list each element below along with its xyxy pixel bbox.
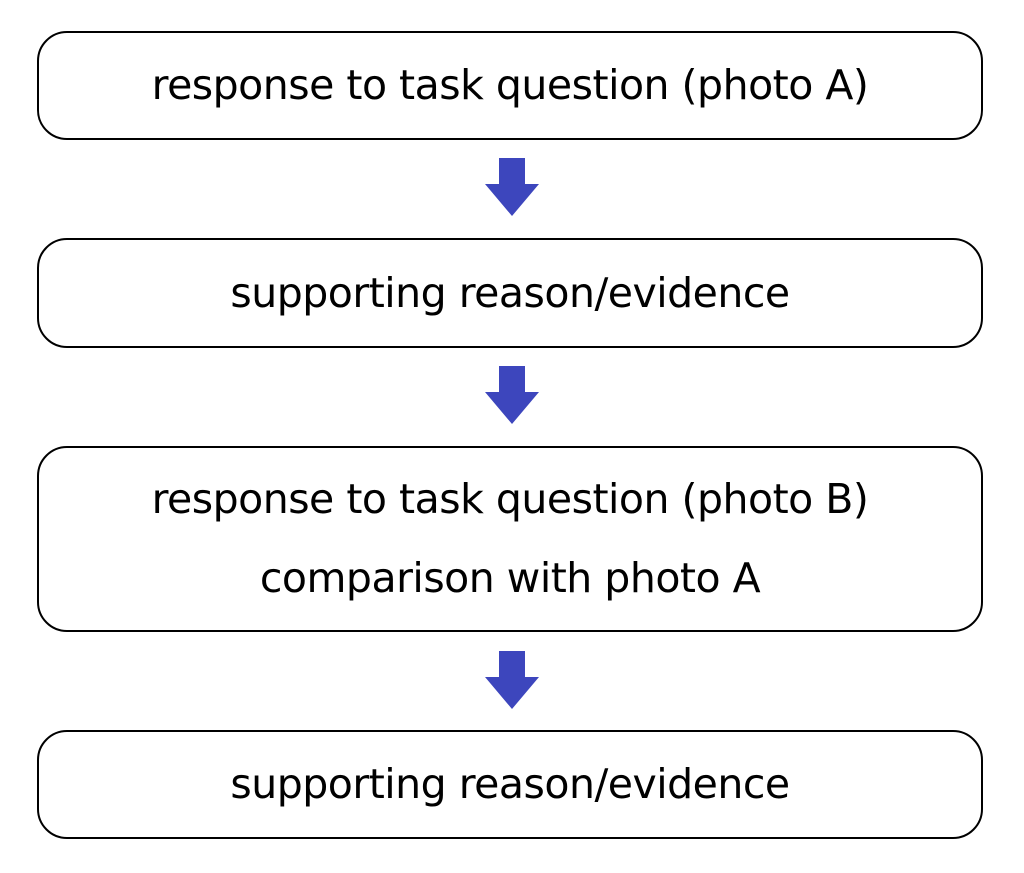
step-3-text-line-1: response to task question (photo B) [151, 475, 869, 523]
step-3-box: response to task question (photo B) comp… [37, 446, 983, 632]
step-4-box: supporting reason/evidence [37, 730, 983, 839]
step-2-text: supporting reason/evidence [230, 268, 790, 317]
step-1-text: response to task question (photo A) [151, 61, 869, 109]
down-arrow-icon [485, 366, 539, 424]
down-arrow-icon [485, 158, 539, 216]
down-arrow-icon [485, 651, 539, 709]
step-1-box: response to task question (photo A) [37, 31, 983, 140]
step-4-text: supporting reason/evidence [230, 760, 790, 808]
step-3-text-line-2: comparison with photo A [259, 554, 761, 602]
step-2-box: supporting reason/evidence [37, 238, 983, 348]
